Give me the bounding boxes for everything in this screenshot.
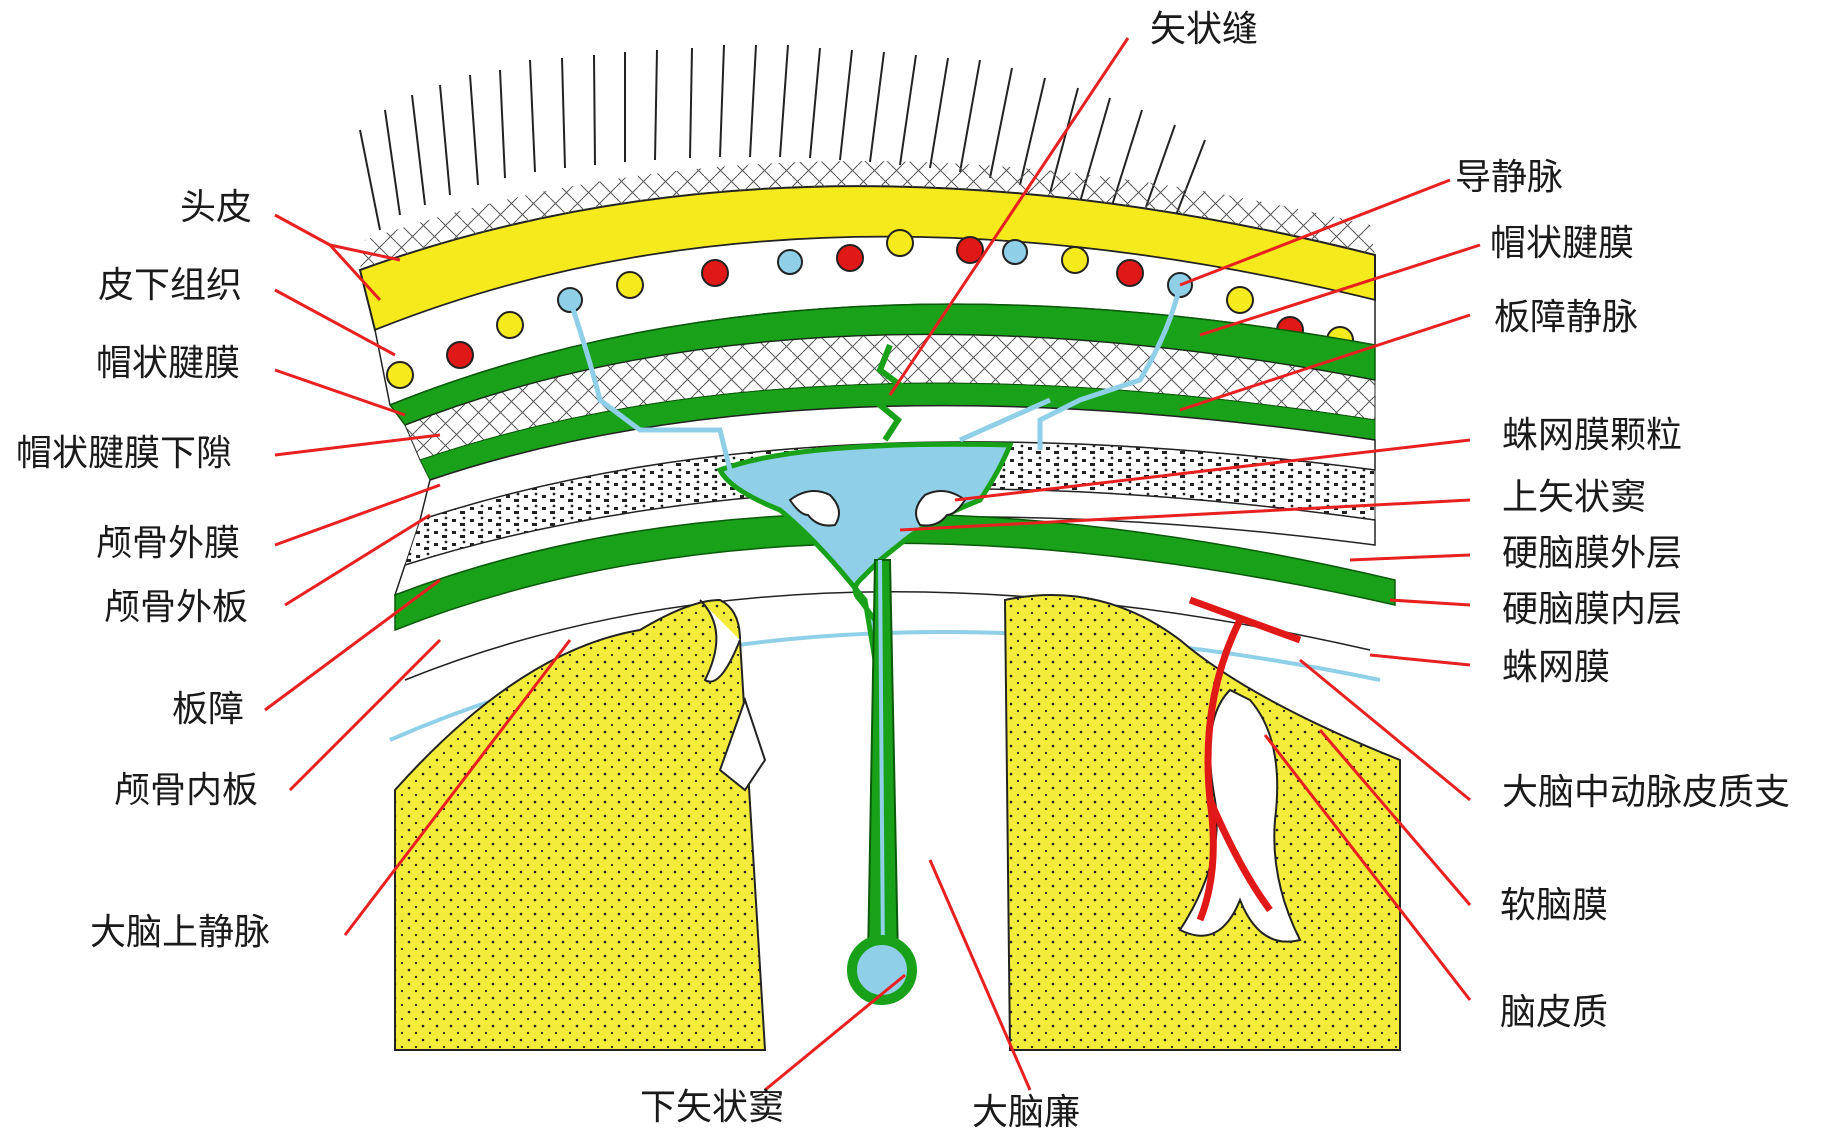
label-pia-mater: 软脑膜: [1500, 888, 1608, 924]
label-subgaleal-space: 帽状腱膜下隙: [16, 436, 232, 472]
label-galea-right: 帽状腱膜: [1490, 226, 1634, 262]
label-dura-inner-layer: 硬脑膜内层: [1502, 592, 1682, 628]
label-emissary-vein: 导静脉: [1455, 160, 1563, 196]
label-cerebral-cortex: 脑皮质: [1500, 995, 1608, 1031]
inferior-sagittal-sinus: [852, 940, 912, 1000]
label-galea-left: 帽状腱膜: [96, 346, 240, 382]
label-dura-outer-layer: 硬脑膜外层: [1502, 536, 1682, 572]
label-mca-cortical-branch: 大脑中动脉皮质支: [1502, 775, 1790, 811]
label-diploe: 板障: [172, 692, 244, 728]
label-pericranium: 颅骨外膜: [96, 526, 240, 562]
label-inferior-sagittal-sinus: 下矢状窦: [640, 1090, 784, 1126]
label-scalp: 头皮: [180, 190, 252, 226]
label-superior-cerebral-vein: 大脑上静脉: [90, 915, 270, 951]
superior-sagittal-sinus: [720, 444, 1010, 660]
label-falx-cerebri: 大脑廉: [972, 1095, 1080, 1131]
label-diploic-vein: 板障静脉: [1494, 300, 1638, 336]
label-arachnoid: 蛛网膜: [1502, 650, 1610, 686]
label-subcutaneous-tissue: 皮下组织: [98, 268, 242, 304]
label-superior-sagittal-sinus: 上矢状窦: [1502, 480, 1646, 516]
label-sagittal-suture: 矢状缝: [1150, 12, 1258, 48]
label-inner-table: 颅骨内板: [114, 773, 258, 809]
label-outer-table: 颅骨外板: [104, 590, 248, 626]
label-arachnoid-granulation: 蛛网膜颗粒: [1502, 418, 1682, 454]
